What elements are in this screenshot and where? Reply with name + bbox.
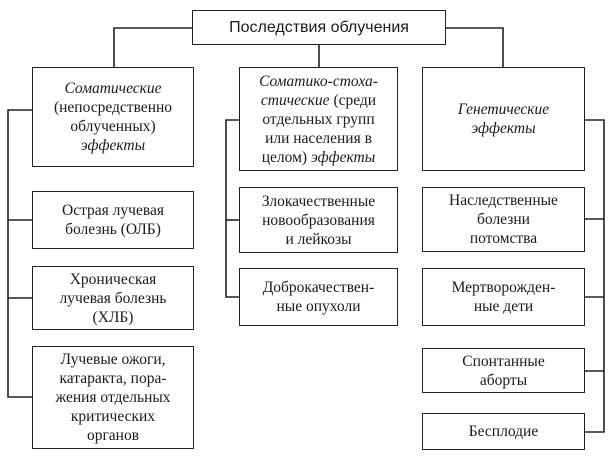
stochastic-header-line5b: эффекты	[310, 148, 376, 166]
connector-left-spine	[7, 109, 32, 398]
connector-right-spine	[585, 119, 605, 433]
item-line: (ХЛБ)	[92, 308, 134, 326]
genetic-header-line2: эффекты	[471, 120, 536, 137]
somatic-header-line2: (непосредственно	[53, 99, 173, 116]
stochastic-header-line2: стические (среди	[261, 91, 376, 110]
stochastic-header-line2a: стические	[260, 91, 330, 109]
item-line: аборты	[479, 371, 528, 389]
item-line: лучевая болезнь	[59, 289, 167, 307]
genetic-header-line1: Генетические	[457, 101, 550, 118]
stillborn-children-box: Мертворожден- ные дети	[422, 268, 585, 326]
item-line: ные опухоли	[276, 298, 361, 315]
radiation-burns-box: Лучевые ожоги, катаракта, пора- жения от…	[32, 346, 194, 449]
genetic-header: Генетические эффекты	[422, 67, 585, 171]
malignant-neoplasms-box: Злокачественные новообразования и лейкоз…	[239, 187, 398, 253]
item-line: Бесплодие	[468, 423, 539, 440]
connector-root-right	[446, 27, 504, 67]
somatic-stochastic-header: Соматико-стоха- стические (среди отдельн…	[239, 67, 398, 171]
spontaneous-abortions-box: Спонтанные аборты	[422, 348, 585, 393]
somatic-header-line3: облученных)	[70, 118, 156, 135]
item-line: Острая лучевая	[62, 202, 164, 219]
connector-root-left	[113, 27, 192, 67]
item-line: ные дети	[473, 298, 534, 315]
hereditary-diseases-box: Наследственные болезни потомства	[422, 187, 585, 252]
item-line: жения отдельных	[55, 389, 171, 406]
item-line: и лейкозы	[285, 230, 352, 248]
item-line: потомства	[469, 230, 538, 247]
item-line: органов	[86, 427, 140, 444]
item-line: Доброкачествен-	[262, 279, 375, 296]
stochastic-header-line5: целом) эффекты	[262, 148, 375, 167]
stochastic-header-line2b: (среди	[329, 91, 377, 109]
root-box: Последствия облучения	[192, 10, 446, 45]
item-line: Наследственные	[449, 192, 558, 209]
item-line: катаракта, пора-	[59, 370, 167, 387]
root-label: Последствия облучения	[229, 19, 409, 36]
somatic-header: Соматические (непосредственно облученных…	[32, 67, 194, 167]
item-line: Лучевые ожоги,	[60, 351, 166, 368]
item-line: болезнь (ОЛБ)	[65, 221, 161, 238]
stochastic-header-line5a: целом)	[261, 148, 311, 166]
item-line: Злокачественные	[261, 192, 376, 210]
infertility-box: Бесплодие	[422, 413, 585, 450]
acute-radiation-sickness-box: Острая лучевая болезнь (ОЛБ)	[32, 191, 194, 249]
stochastic-header-line4: или населения в	[265, 129, 372, 147]
item-line: новообразования	[262, 211, 375, 229]
benign-tumors-box: Доброкачествен- ные опухоли	[239, 268, 398, 326]
chronic-radiation-sickness-box: Хроническая лучевая болезнь (ХЛБ)	[32, 266, 194, 330]
item-line: Мертворожден-	[451, 279, 556, 296]
item-line: Спонтанные	[462, 352, 545, 370]
somatic-header-line1: Соматические	[64, 80, 162, 97]
somatic-header-line4: эффекты	[80, 137, 146, 154]
stochastic-header-line1: Соматико-стоха-	[259, 72, 378, 90]
stochastic-header-line3: отдельных групп	[262, 110, 375, 128]
connector-middle-spine	[225, 119, 239, 298]
item-line: Хроническая	[69, 270, 157, 288]
item-line: критических	[70, 408, 156, 425]
item-line: болезни	[477, 211, 530, 228]
